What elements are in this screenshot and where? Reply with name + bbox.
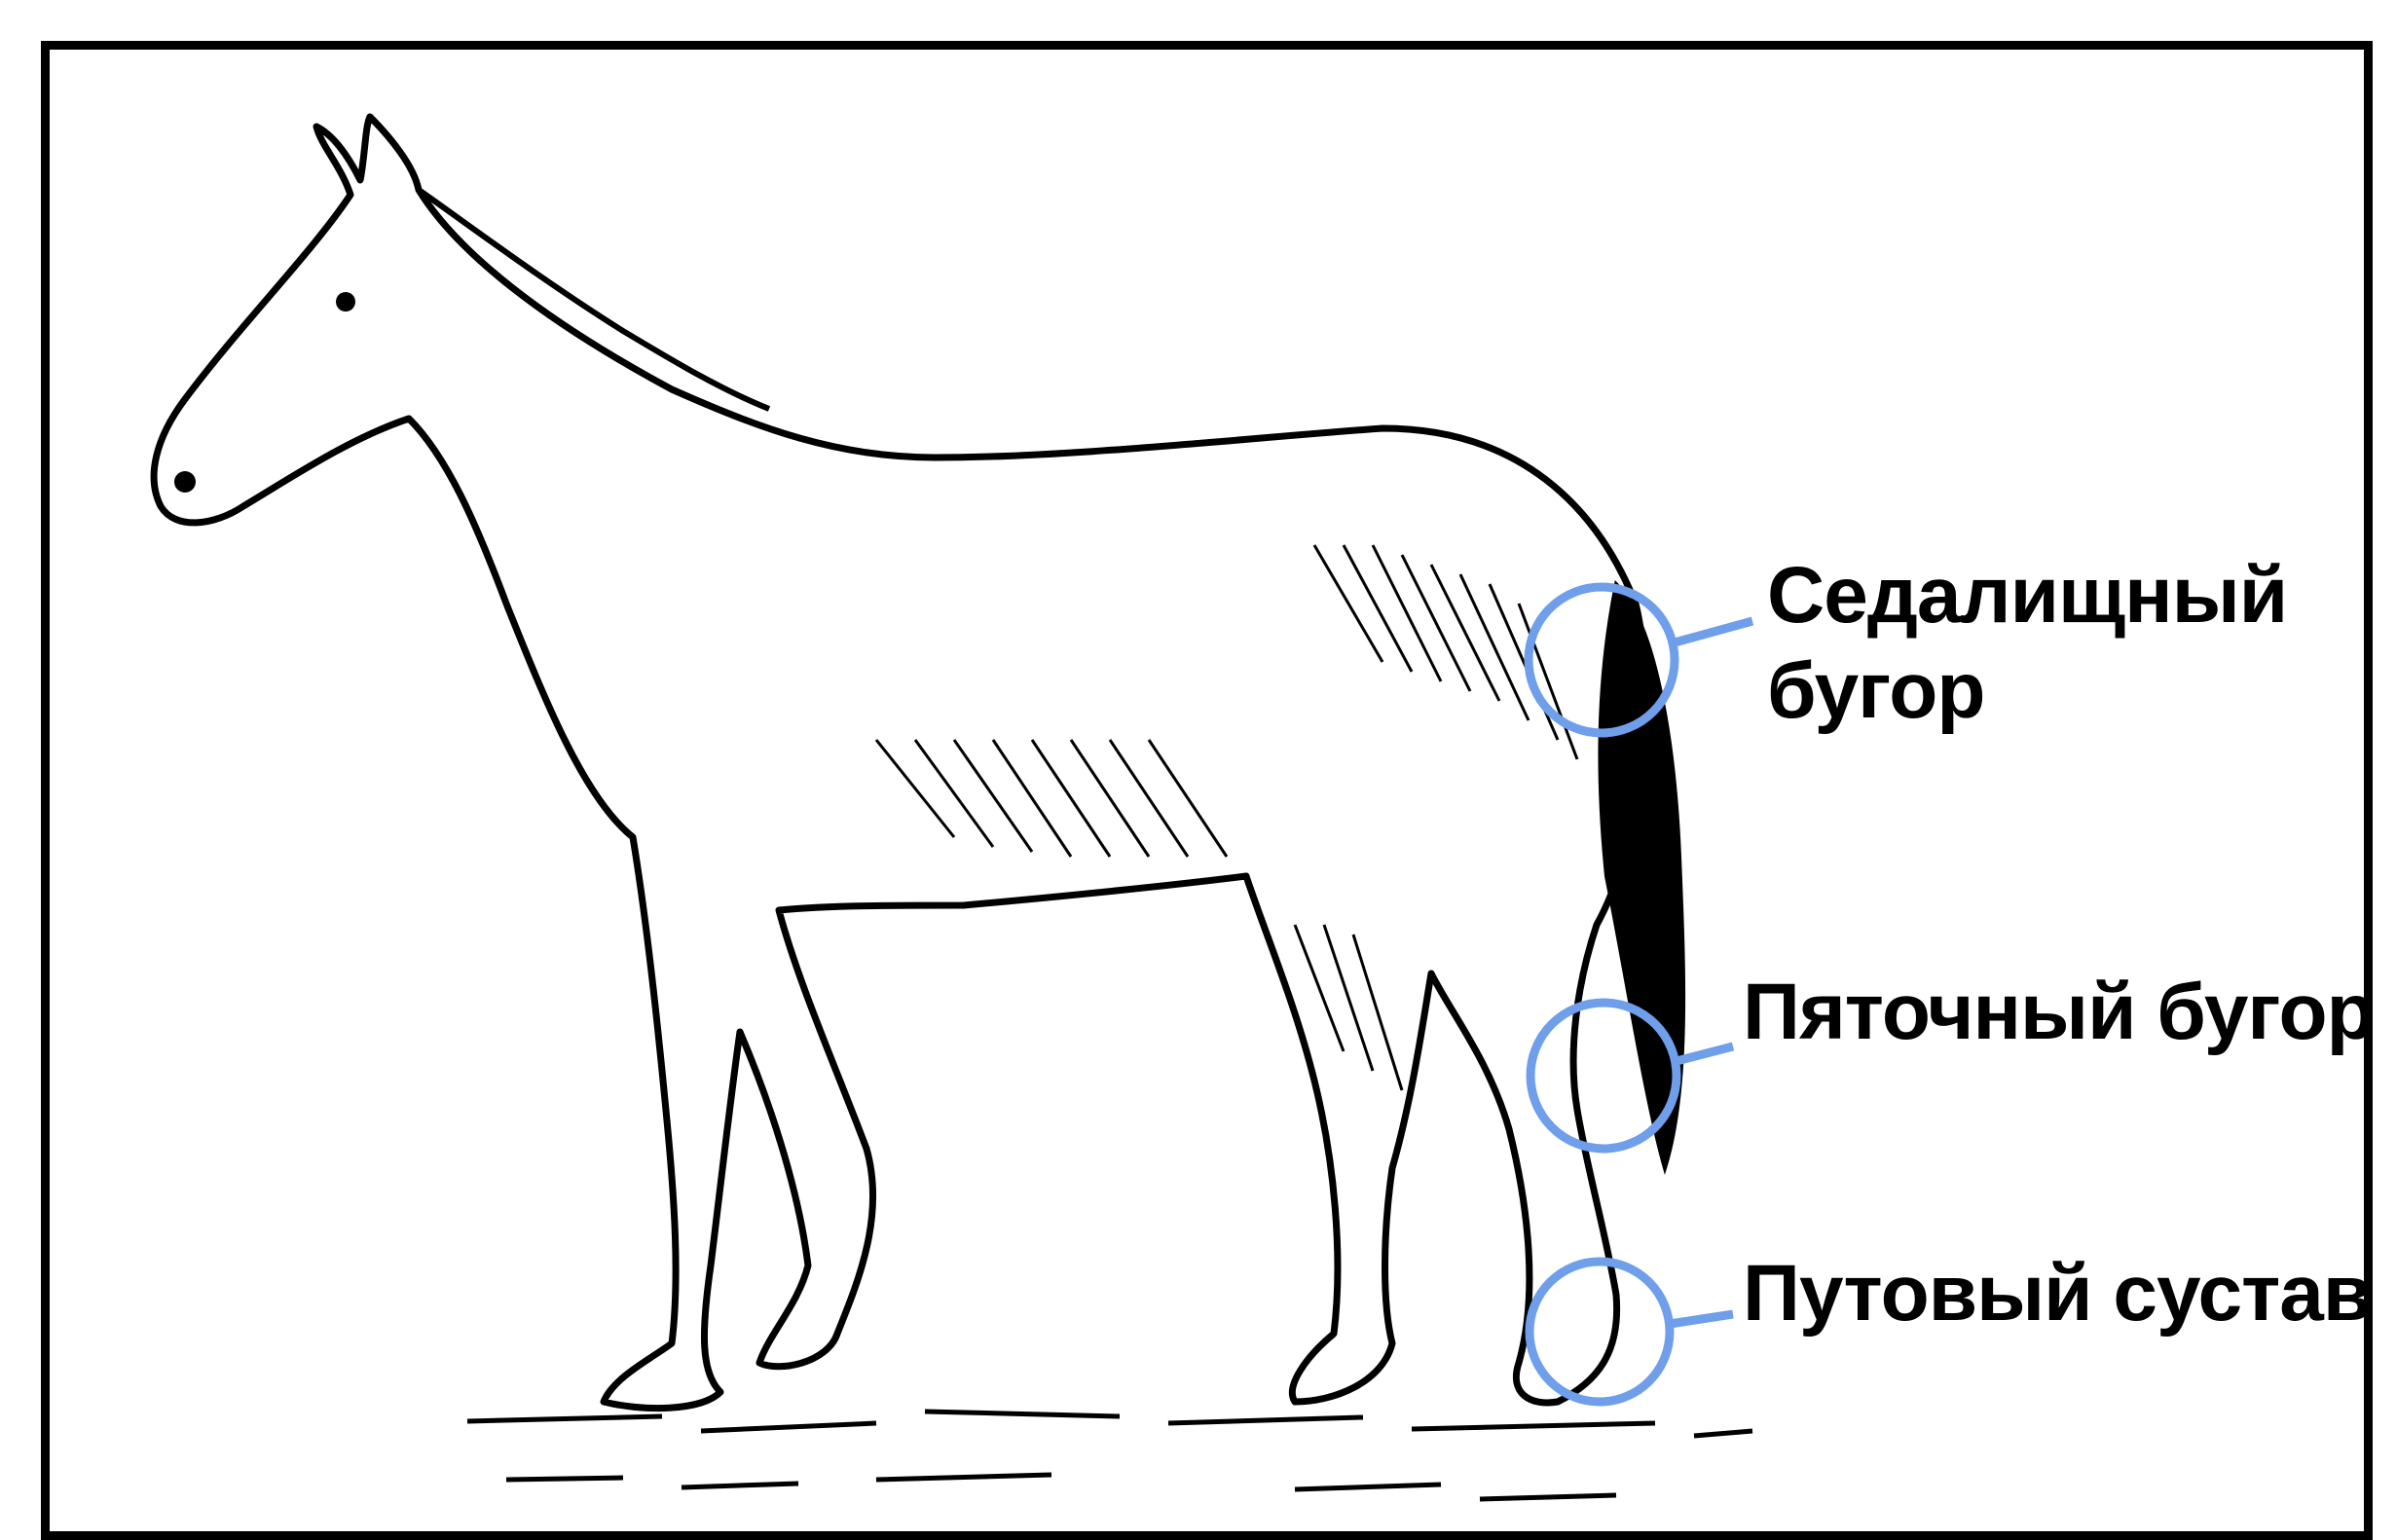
horse-body-outline — [154, 117, 1645, 1409]
callout-calcaneal-connector — [1677, 1046, 1733, 1061]
label-fetlock-joint: Путовый сустав — [1743, 1246, 2371, 1341]
callout-fetlock-connector — [1670, 1314, 1733, 1324]
horse-nostril — [174, 471, 196, 493]
ground-strokes — [467, 1412, 1752, 1499]
horse-eye — [336, 292, 355, 312]
label-ischial-line1: Седалищный — [1767, 548, 2287, 643]
callout-ischial-connector — [1675, 621, 1752, 642]
label-ischial-tuberosity: Седалищный бугор — [1767, 548, 2287, 740]
horse-figure — [154, 117, 1645, 1409]
label-ischial-line2: бугор — [1767, 643, 2287, 739]
label-calcaneal-tuber: Пяточный бугор — [1743, 965, 2375, 1060]
